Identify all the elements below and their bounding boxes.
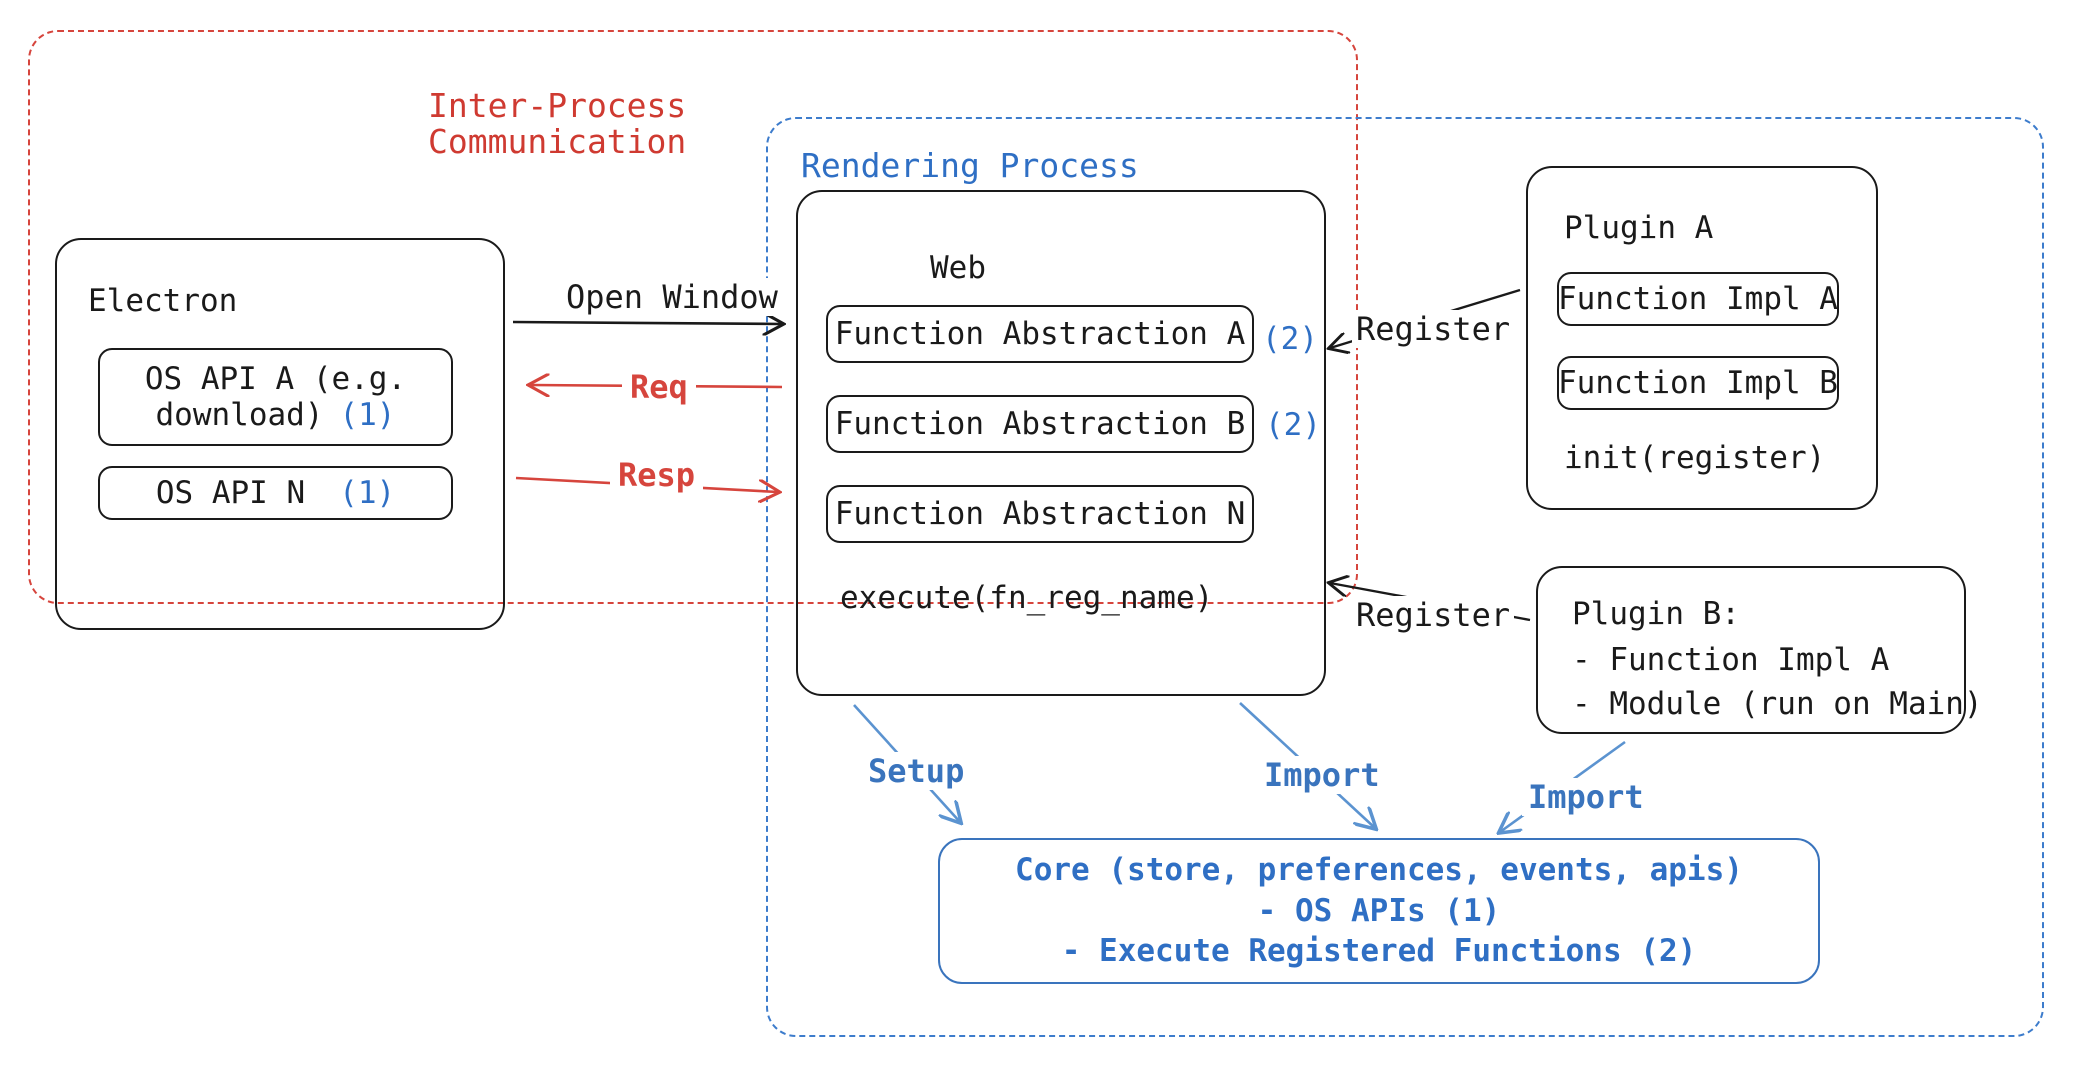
function-impl-b-box[interactable]: Function Impl B — [1557, 356, 1839, 410]
core-line-0: Core (store, preferences, events, apis) — [1015, 851, 1743, 888]
rendering-process-label: Rendering Process — [801, 146, 1139, 185]
function-impl-a-label: Function Impl A — [1558, 281, 1838, 317]
req-label: Req — [622, 368, 696, 406]
electron-title: Electron — [88, 283, 238, 319]
ipc-region-label-line2: Communication — [428, 122, 687, 161]
os-api-n-label: OS API N — [155, 475, 306, 511]
function-abstraction-b-label: Function Abstraction B — [834, 406, 1246, 442]
function-abstraction-a-box[interactable]: Function Abstraction A — [826, 305, 1254, 363]
web-execute-footer: execute(fn_reg_name) — [840, 580, 1214, 616]
function-abstraction-b-marker: (2) — [1265, 407, 1321, 443]
plugin-a-title: Plugin A — [1564, 210, 1714, 246]
core-line-1: - OS APIs (1) — [1257, 892, 1501, 929]
os-api-a-label-line1: OS API A (e.g. — [144, 361, 407, 397]
function-abstraction-n-box[interactable]: Function Abstraction N — [826, 485, 1254, 543]
function-impl-a-box[interactable]: Function Impl A — [1557, 272, 1839, 326]
ipc-region-label-line1: Inter-Process — [428, 86, 687, 125]
function-abstraction-a-label: Function Abstraction A — [834, 316, 1246, 352]
function-abstraction-b-box[interactable]: Function Abstraction B — [826, 395, 1254, 453]
os-api-a-marker: (1) — [339, 397, 396, 433]
electron-box — [55, 238, 505, 630]
register-top-label: Register — [1352, 310, 1515, 348]
import-web-label: Import — [1258, 756, 1386, 794]
function-impl-b-label: Function Impl B — [1558, 365, 1838, 401]
plugin-a-box — [1526, 166, 1878, 510]
os-api-n-box[interactable]: OS API N (1) — [98, 466, 453, 520]
plugin-b-box — [1536, 566, 1966, 734]
plugin-b-item-1: - Module (run on Main) — [1572, 686, 1983, 722]
os-api-a-label-line2: download) — [155, 397, 324, 433]
register-bottom-label: Register — [1352, 596, 1515, 634]
function-abstraction-n-label: Function Abstraction N — [834, 496, 1246, 532]
function-abstraction-a-marker: (2) — [1262, 321, 1318, 357]
plugin-b-item-0: - Function Impl A — [1572, 642, 1890, 678]
os-api-a-box[interactable]: OS API A (e.g. download) (1) — [98, 348, 453, 446]
web-box — [796, 190, 1326, 696]
open-window-label: Open Window — [560, 278, 784, 316]
import-plugin-b-label: Import — [1522, 778, 1650, 816]
setup-label: Setup — [862, 752, 971, 790]
core-line-2: - Execute Registered Functions (2) — [1061, 933, 1697, 970]
plugin-b-title: Plugin B: — [1572, 596, 1740, 632]
core-box: Core (store, preferences, events, apis) … — [938, 838, 1820, 984]
web-title: Web — [930, 250, 986, 286]
os-api-n-marker: (1) — [339, 475, 396, 511]
rendering-process-region-boundary — [766, 117, 2044, 1037]
plugin-a-init-footer: init(register) — [1564, 440, 1826, 476]
resp-label: Resp — [610, 456, 704, 494]
